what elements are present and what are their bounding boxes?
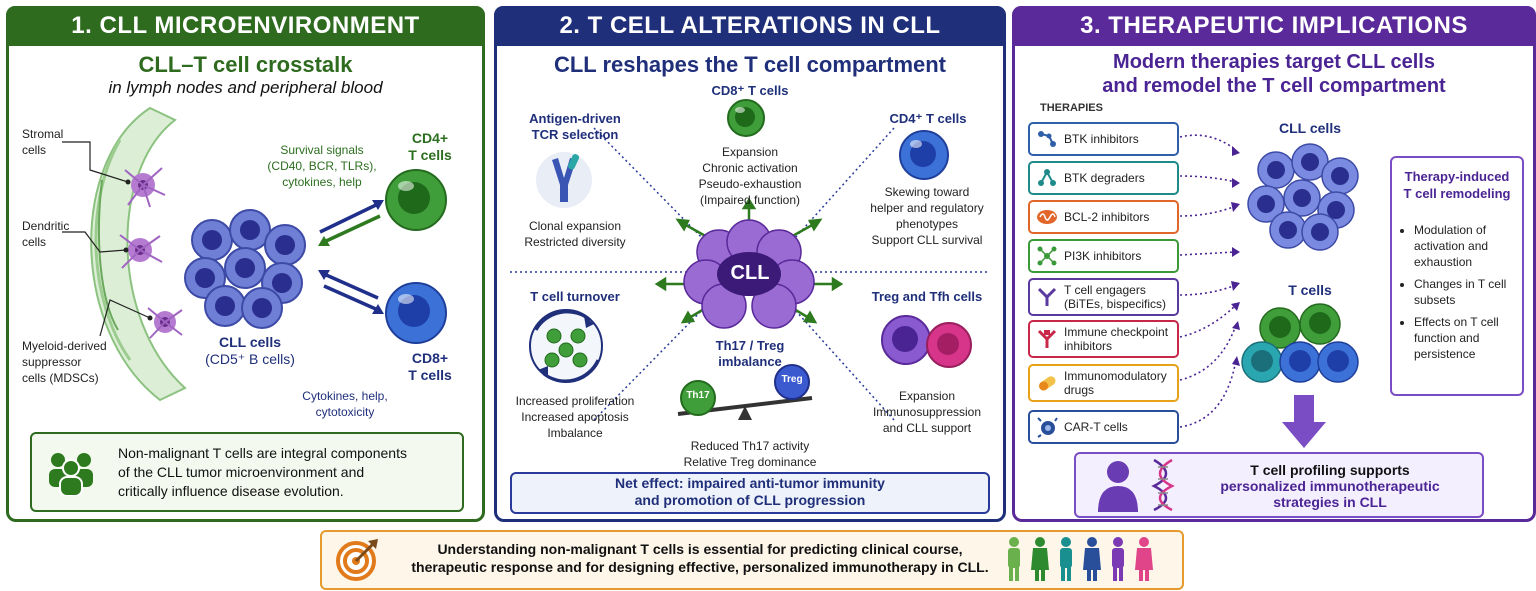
people-group-icon — [49, 453, 93, 496]
turnover-cycle-icon — [529, 309, 603, 383]
molecule-icon — [1038, 169, 1056, 186]
cll-center-label: CLL — [730, 262, 770, 284]
net-effect-box — [510, 472, 990, 514]
therapy-bcl2-inhibitors: BCL-2 inhibitors — [1028, 200, 1179, 234]
cll-cells-cluster-icon — [1247, 143, 1359, 251]
person-figures — [1008, 537, 1153, 581]
therapy-label: BTK degraders — [1064, 171, 1145, 185]
label-cd8-t-cells: CD8+T cells — [408, 350, 452, 383]
remodeling-box — [1390, 156, 1524, 396]
panel2-title: CLL reshapes the T cell compartment — [553, 52, 947, 77]
checkpoint-icon — [1037, 329, 1057, 348]
car-t-icon — [1037, 417, 1058, 438]
arrows-from-cll — [654, 197, 844, 324]
therapy-label: CAR-T cells — [1064, 420, 1128, 434]
cd4-t-cell-icon — [899, 130, 949, 180]
panel1-note-box — [30, 432, 464, 512]
cll-cluster-icon — [184, 209, 306, 329]
cd8-t-cell-icon — [385, 282, 447, 344]
panel1-title: CLL–T cell crosstalk — [138, 52, 353, 77]
therapy-pi3k-inhibitors: PI3K inhibitors — [1028, 239, 1179, 273]
person-dna-icon — [1098, 458, 1175, 512]
dendritic-cell-icon — [119, 234, 163, 269]
therapy-label: PI3K inhibitors — [1064, 249, 1142, 263]
cd8-title: CD8⁺ T cells — [711, 83, 789, 98]
crosstalk-arrows — [318, 200, 384, 314]
cd4-t-cell-icon — [385, 169, 447, 231]
therapy-label: BCL-2 inhibitors — [1064, 210, 1150, 224]
therapy-btk-degraders: BTK degraders — [1028, 161, 1179, 195]
mitochondrion-icon — [1037, 210, 1057, 224]
stromal-cell-icon — [124, 167, 166, 208]
panel1-note-text: Non-malignant T cells are integral compo… — [118, 445, 407, 499]
label-cll-cells: CLL cells(CD5⁺ B cells) — [205, 334, 295, 367]
cd8-t-cell-icon — [727, 99, 765, 137]
label-survival-signals: Survival signals(CD40, BCR, TLRs),cytoki… — [267, 143, 377, 189]
panel3-header: 3. THERAPEUTIC IMPLICATIONS — [1012, 6, 1536, 46]
molecule-icon — [1038, 131, 1056, 147]
therapies-label: THERAPIES — [1040, 102, 1103, 114]
therapy-effects-illustration — [1179, 134, 1359, 448]
footer-text: Understanding non-malignant T cells is e… — [411, 541, 989, 575]
panel2-header: 2. T CELL ALTERATIONS IN CLL — [494, 6, 1006, 46]
target-icon — [336, 539, 378, 581]
cll-center-illustration — [510, 99, 990, 421]
panel1-subtitle: in lymph nodes and peripheral blood — [108, 78, 383, 97]
tcr-antibody-icon — [536, 152, 592, 208]
down-arrow-icon — [1282, 395, 1326, 448]
label-cd4-t-cells: CD4+T cells — [408, 130, 452, 163]
therapy-t-cell-engagers: T cell engagers(BiTEs, bispecifics) — [1028, 278, 1179, 316]
diverse-people-icon — [1008, 537, 1153, 581]
therapy-car-t-cells: CAR-T cells — [1028, 410, 1179, 444]
therapy-label: BTK inhibitors — [1064, 132, 1139, 146]
t-cells-label: T cells — [1288, 282, 1332, 298]
network-icon — [1037, 246, 1057, 266]
mdsc-cell-icon — [147, 307, 183, 339]
net-effect-text: Net effect: impaired anti-tumor immunity… — [615, 475, 885, 508]
pill-icon — [1039, 376, 1056, 391]
cll-cells-label: CLL cells — [1279, 120, 1341, 136]
dotted-arrows — [1179, 134, 1237, 428]
panel1-header: 1. CLL MICROENVIRONMENT — [6, 6, 485, 46]
treg-tfh-cells-icon — [881, 315, 972, 368]
th17-label: Th17 — [686, 390, 710, 401]
th17-treg-balance-icon — [677, 364, 813, 420]
treg-label: Treg — [781, 374, 803, 385]
label-cytokines: Cytokines, help,cytotoxicity — [302, 389, 388, 419]
antibody-icon — [1037, 287, 1057, 306]
lymph-node-illustration — [62, 106, 447, 402]
therapy-btk-inhibitors: BTK inhibitors — [1028, 122, 1179, 156]
t-cells-cluster-icon — [1241, 303, 1359, 383]
profiling-box — [1074, 452, 1484, 518]
cd4-title: CD4⁺ T cells — [889, 111, 967, 126]
therapy-label: T cell engagers(BiTEs, bispecifics) — [1064, 283, 1167, 311]
tfh-title: Treg and Tfh cells — [871, 289, 983, 304]
turnover-title: T cell turnover — [530, 289, 620, 304]
